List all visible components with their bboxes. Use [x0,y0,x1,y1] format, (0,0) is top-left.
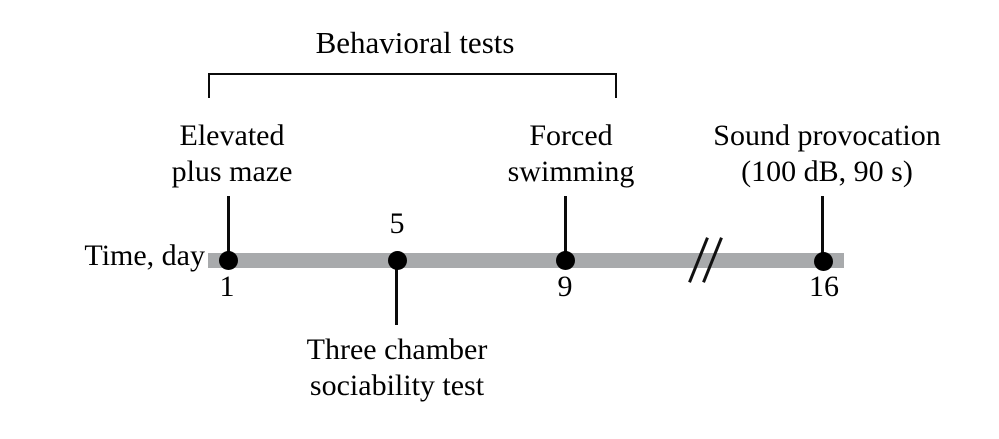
event-label-line: (100 dB, 90 s) [741,155,913,188]
connector-day-16 [821,196,824,260]
day-label-16: 16 [809,270,839,303]
event-label-line: plus maze [171,155,293,188]
day-label-9: 9 [557,270,573,303]
timeline-dot-day-16 [814,252,833,271]
timeline-dot-day-9 [556,251,575,270]
event-label-forced-swimming: Forced swimming [508,118,635,190]
event-label-line: sociability test [309,369,485,402]
day-label-5: 5 [389,207,405,240]
timeline-bar [208,253,844,268]
day-label-1: 1 [219,270,235,303]
behavioral-tests-title: Behavioral tests [315,25,515,60]
connector-day-9 [564,196,567,258]
event-label-three-chamber: Three chamber sociability test [307,332,488,404]
event-label-sound-provocation: Sound provocation (100 dB, 90 s) [713,118,940,190]
connector-day-5 [395,262,398,325]
timeline-dot-day-1 [219,251,238,270]
connector-day-1 [227,196,230,258]
event-label-line: Sound provocation [713,119,941,152]
event-label-elevated-plus-maze: Elevated plus maze [172,118,293,190]
time-axis-label: Time, day [84,239,205,272]
behavioral-tests-bracket [208,73,617,98]
event-label-line: swimming [507,155,635,188]
event-label-line: Three chamber [306,333,488,366]
event-label-line: Forced [529,119,613,152]
event-label-line: Elevated [179,119,285,152]
timeline-dot-day-5 [388,251,407,270]
